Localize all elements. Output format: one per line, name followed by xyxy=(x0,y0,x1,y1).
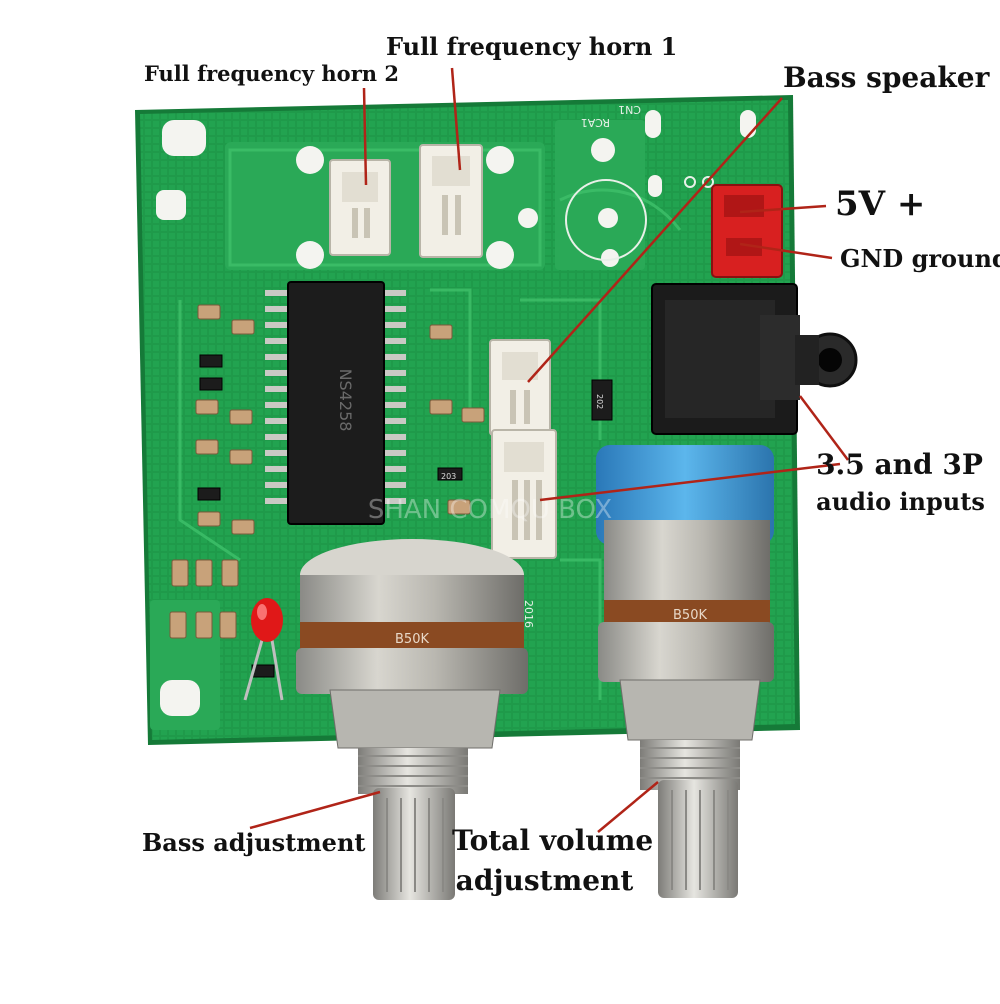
cn1-marking: CN1 xyxy=(618,103,641,116)
callout-line-5v xyxy=(739,204,827,214)
horn-connector-1 xyxy=(419,144,483,258)
label-5v-positive: 5V + xyxy=(835,184,926,224)
volume-potentiometer: B50K xyxy=(596,445,774,898)
label-total-volume-line2: adjustment xyxy=(455,864,634,897)
resistor-202-marking: 202 xyxy=(595,394,604,409)
callout-line-bass-adjust xyxy=(249,790,381,830)
callout-line-horn2 xyxy=(362,87,368,186)
pot-left-marking: B50K xyxy=(395,632,429,647)
callout-line-bass-speaker xyxy=(527,97,783,383)
horn-connector-2 xyxy=(329,159,391,256)
audio-input-3p-connector xyxy=(491,429,557,559)
label-full-frequency-horn-1: Full frequency horn 1 xyxy=(386,32,678,61)
bass-potentiometer: B50K xyxy=(296,539,528,900)
label-audio-inputs-line2: audio inputs xyxy=(816,487,985,516)
label-gnd-ground: GND ground xyxy=(840,244,1000,273)
label-total-volume-line1: Total volume xyxy=(452,824,654,857)
callout-line-volume xyxy=(597,781,659,833)
callout-line-gnd xyxy=(739,242,833,260)
callout-lines xyxy=(249,67,849,833)
callout-line-audio-3p xyxy=(539,462,841,502)
smd-components: 203 202 2016 xyxy=(169,304,613,678)
callout-line-horn1 xyxy=(450,67,462,171)
power-connector xyxy=(711,184,783,278)
label-audio-inputs-line1: 3.5 and 3P xyxy=(816,448,983,481)
year-marking: 2016 xyxy=(522,600,535,628)
red-led xyxy=(243,598,284,701)
resistor-203-marking: 203 xyxy=(441,472,456,481)
audio-jack-3-5mm xyxy=(651,283,858,435)
callout-line-audio-jack xyxy=(799,395,849,461)
label-full-frequency-horn-2: Full frequency horn 2 xyxy=(144,61,399,86)
watermark: SHAN COMQU BOX xyxy=(368,495,612,525)
label-bass-speaker: Bass speaker xyxy=(783,61,990,94)
rca-marking: RCA1 xyxy=(581,116,610,129)
bass-speaker-connector xyxy=(489,339,551,436)
pot-right-marking: B50K xyxy=(673,608,707,623)
label-bass-adjustment: Bass adjustment xyxy=(142,828,366,857)
chip-marking: NS4258 xyxy=(336,369,355,432)
amplifier-chip: NS4258 xyxy=(265,281,406,525)
